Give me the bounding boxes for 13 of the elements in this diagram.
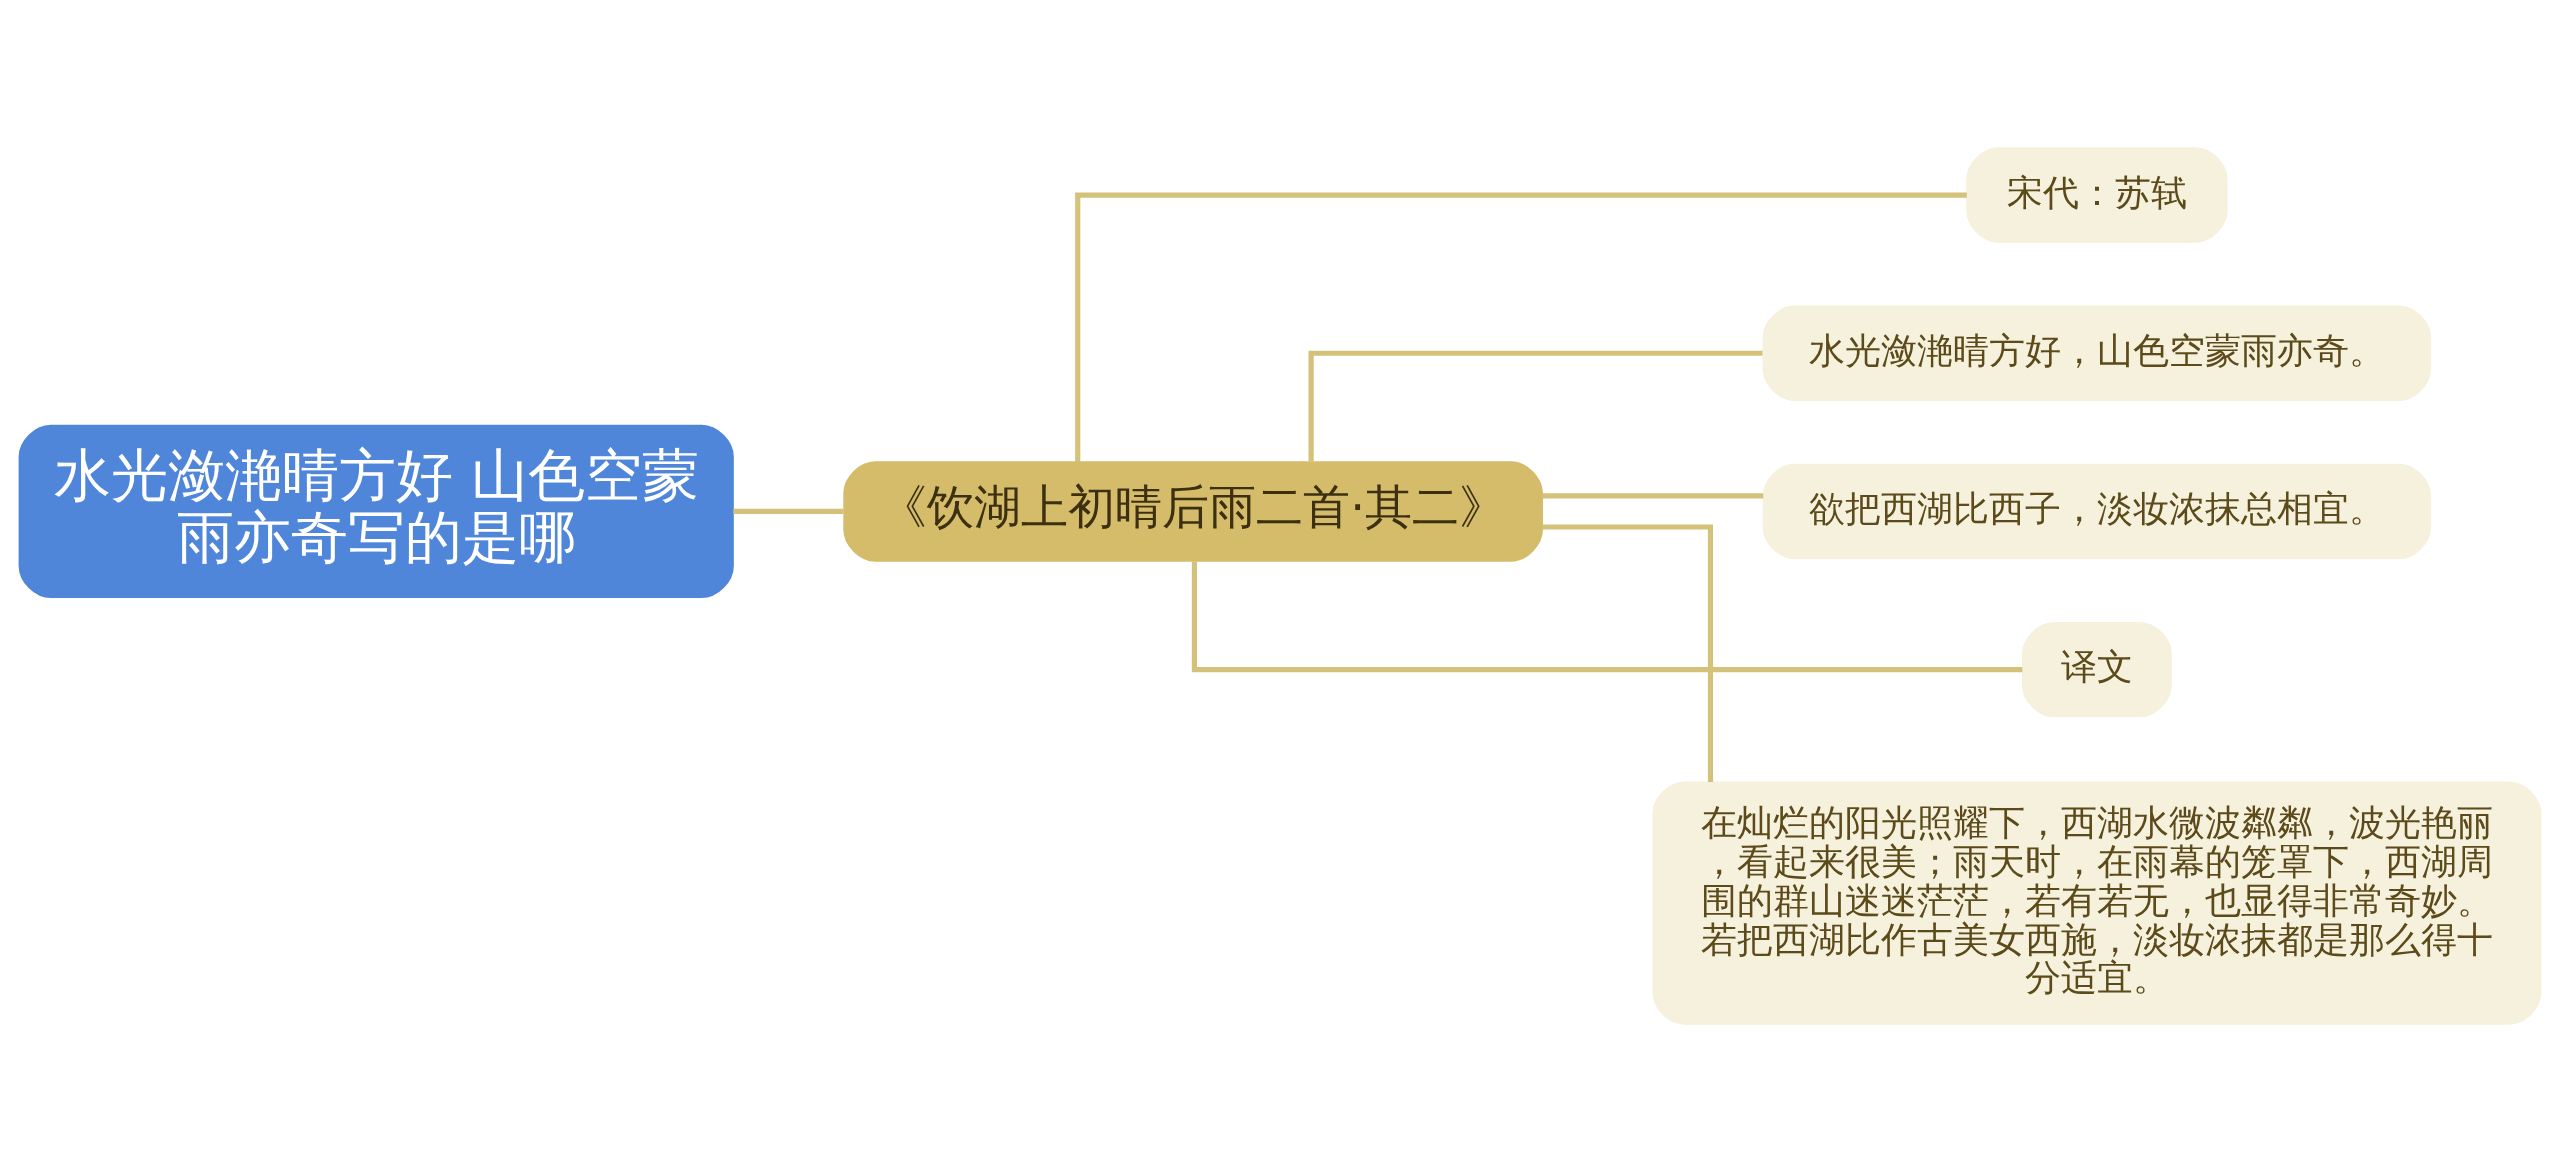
connector (1542, 524, 1714, 782)
connector (733, 508, 844, 515)
node-box: 在灿烂的阳光照耀下，西湖水微波粼粼，波光艳丽，看起来很美；雨天时，在雨幕的笼罩下，西湖周围的群山迷迷茫茫，若有若无，也显得非常奇妙。若把西湖比作古美女西施，淡妆浓抹都是那么得十分适宜。 (1652, 781, 2542, 1025)
node-box: 欲把西湖比西子，淡妆浓抹总相宜。 (1762, 463, 2432, 560)
node-box: 水光潋滟晴方好 山色空蒙雨亦奇写的是哪 (18, 424, 734, 599)
connector (1191, 561, 2023, 673)
connector (1075, 192, 1967, 462)
node-box: 水光潋滟晴方好，山色空蒙雨亦奇。 (1762, 305, 2432, 401)
connector (1308, 350, 1763, 462)
connector (1542, 493, 1764, 499)
node-box: 《饮湖上初晴后雨二首·其二》 (843, 461, 1543, 562)
node-box: 译文 (2021, 621, 2172, 718)
node-box: 宋代：苏轼 (1966, 147, 2228, 243)
